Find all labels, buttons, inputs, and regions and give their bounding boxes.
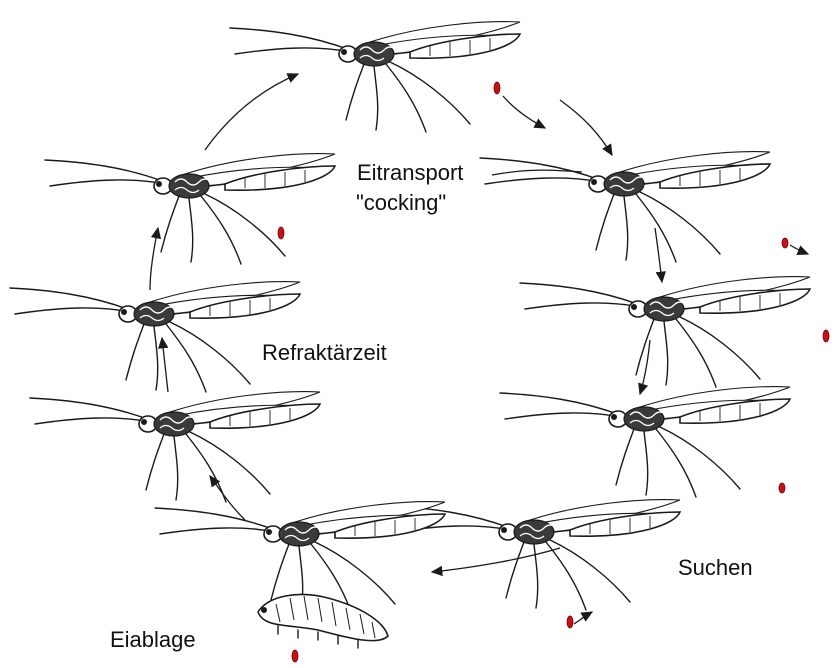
- egg-upper-right: [782, 238, 788, 248]
- egg-upper-left: [278, 227, 284, 239]
- cycle-arrow-7: [162, 338, 168, 392]
- wasp-upper-left: [45, 154, 335, 264]
- wasp-top-center: [230, 22, 520, 132]
- egg-path-arrow-upper-right: [790, 245, 808, 254]
- cycle-arrow-1: [205, 74, 298, 150]
- label-cocking: "cocking": [356, 190, 446, 216]
- wasp-lower-left: [30, 392, 320, 502]
- label-eiablage: Eiablage: [110, 627, 196, 653]
- cycle-arrow-6: [210, 476, 245, 520]
- egg-bottom-right: [567, 616, 573, 628]
- cycle-arrow-5: [432, 548, 560, 572]
- egg-on-host: [292, 650, 298, 662]
- wasp-mid-right: [520, 277, 810, 387]
- wasp-mid-left: [10, 282, 300, 392]
- label-eitransport: Eitransport: [357, 160, 463, 186]
- cycle-arrow-8: [150, 228, 158, 290]
- wasp-upper-right: [480, 152, 770, 262]
- cycle-arrow-4: [640, 340, 650, 394]
- eitransport-leader-line: [492, 170, 582, 175]
- cycle-arrow-3: [655, 228, 662, 282]
- host-caterpillar: [258, 594, 388, 648]
- wasp-lower-right: [500, 387, 790, 497]
- label-suchen: Suchen: [678, 555, 753, 581]
- egg-top-center: [494, 82, 500, 94]
- egg-path-arrow-top: [503, 96, 545, 128]
- egg-mid-right: [823, 330, 829, 342]
- egg-lower-right: [779, 483, 785, 493]
- cycle-arrow-2: [560, 100, 612, 155]
- egg-path-arrow-bottom-right: [574, 612, 592, 624]
- label-refraktaerzeit: Refraktärzeit: [262, 340, 387, 366]
